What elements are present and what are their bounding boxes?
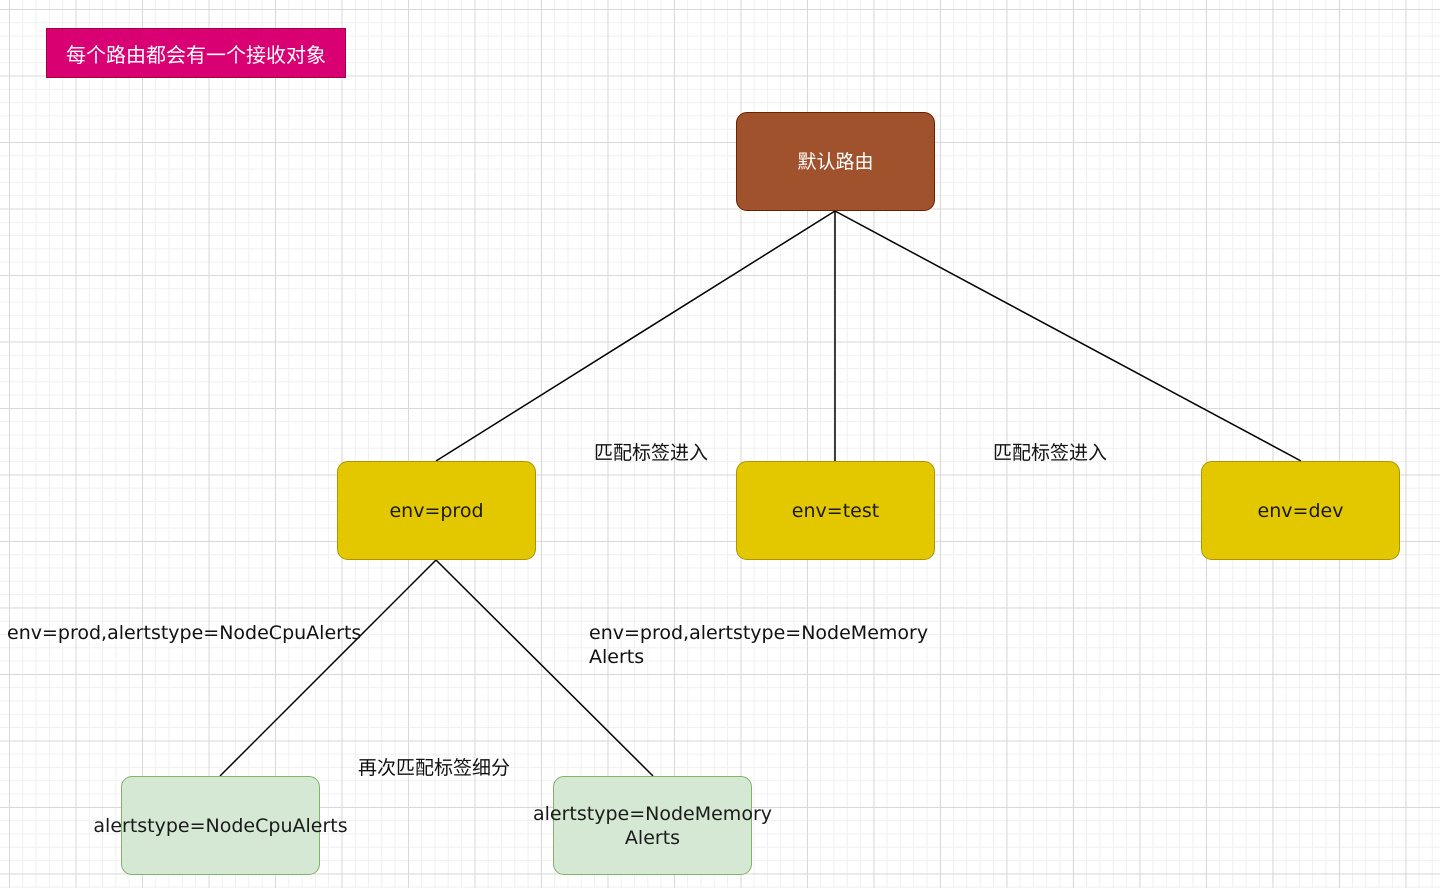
edge-label-refine: 再次匹配标签细分 (358, 757, 511, 779)
node-memory-alerts[interactable]: alertstype=NodeMemory Alerts (533, 776, 772, 875)
node-cpu-alerts[interactable]: alertstype=NodeCpuAlerts (93, 776, 348, 875)
edge-label-cpu-rule: env=prod,alertstype=NodeCpuAlerts (7, 622, 362, 644)
node-env-prod-label: env=prod (389, 499, 484, 522)
edge-label-match-left: 匹配标签进入 (594, 442, 709, 464)
node-env-dev-label: env=dev (1257, 499, 1344, 522)
edge-root-prod (435, 210, 836, 462)
node-env-test-label: env=test (791, 499, 880, 522)
title-note: 每个路由都会有一个接收对象 (46, 28, 346, 78)
edge-label-mem-rule-line2: Alerts (589, 646, 645, 668)
node-memory-alerts-label-line1: alertstype=NodeMemory (533, 802, 772, 825)
node-default-route-label: 默认路由 (797, 150, 874, 173)
edge-prod-mem (435, 559, 654, 777)
node-memory-alerts-label-line2: Alerts (624, 826, 681, 849)
node-env-test[interactable]: env=test (736, 461, 935, 560)
node-env-dev[interactable]: env=dev (1201, 461, 1400, 560)
node-default-route[interactable]: 默认路由 (736, 112, 935, 211)
title-note-text: 每个路由都会有一个接收对象 (66, 42, 326, 67)
edge-label-match-right: 匹配标签进入 (993, 442, 1108, 464)
node-env-prod[interactable]: env=prod (337, 461, 536, 560)
edge-label-mem-rule: env=prod,alertstype=NodeMemory Alerts (589, 621, 928, 669)
edge-label-mem-rule-line1: env=prod,alertstype=NodeMemory (589, 622, 929, 644)
edge-root-dev (834, 210, 1302, 462)
node-cpu-alerts-label: alertstype=NodeCpuAlerts (93, 814, 348, 837)
edge-prod-cpu (219, 559, 437, 777)
